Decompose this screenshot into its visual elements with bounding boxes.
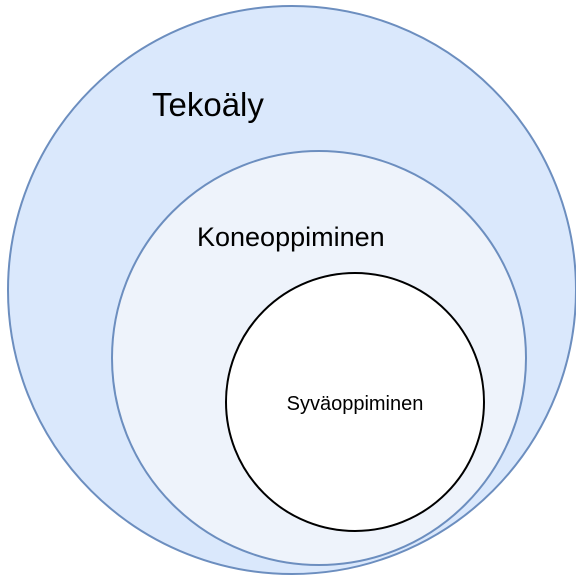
label-tekoaly: Tekoäly [152, 86, 264, 123]
label-syvaoppiminen: Syväoppiminen [287, 393, 424, 415]
label-koneoppiminen: Koneoppiminen [197, 222, 385, 252]
circle-syvaoppiminen [225, 272, 485, 532]
